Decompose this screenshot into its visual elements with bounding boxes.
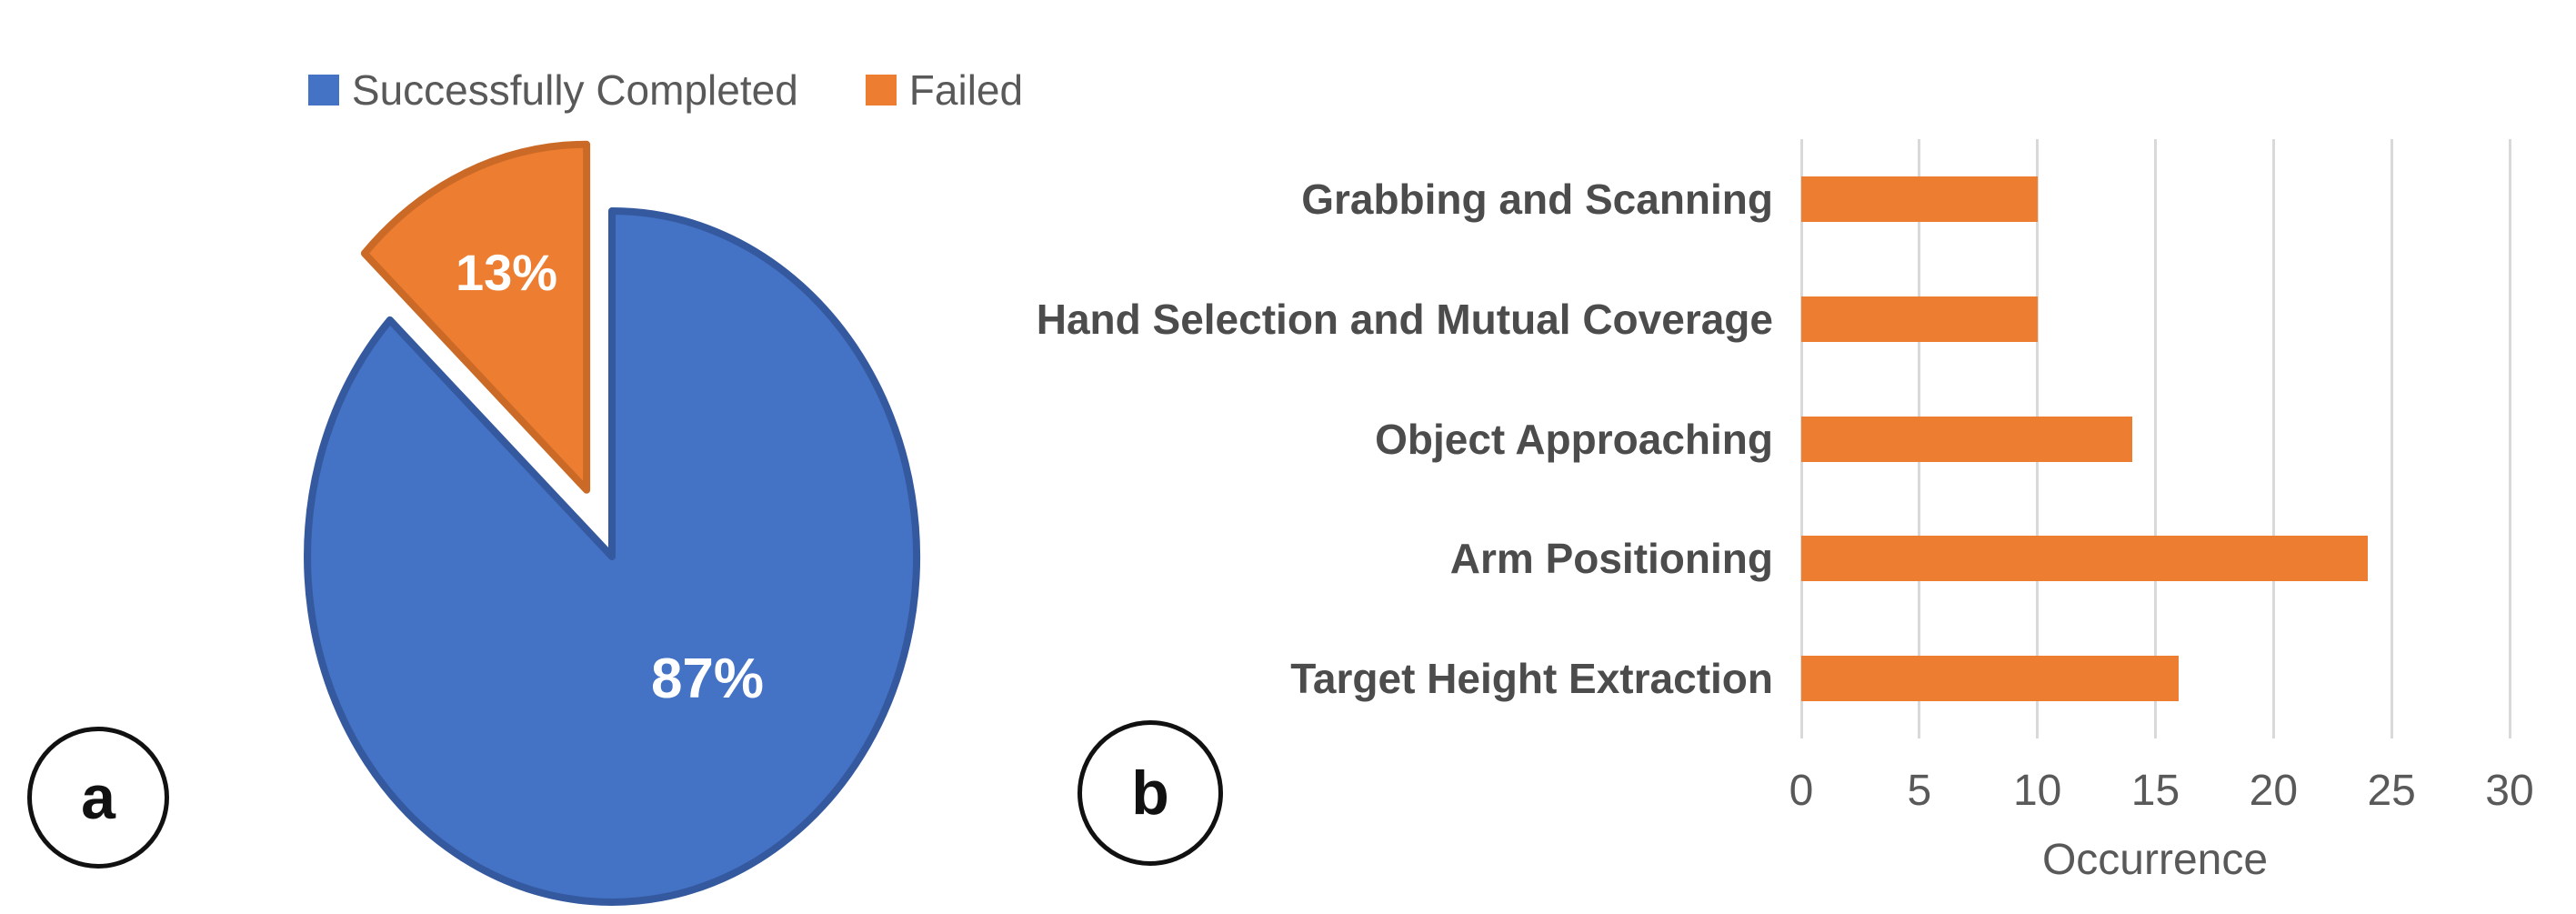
legend-item-successfully-completed: Successfully Completed — [307, 66, 798, 114]
category-label: Object Approaching — [1375, 415, 1773, 463]
x-tick-label: 20 — [2249, 767, 2299, 815]
gridline — [2508, 139, 2511, 738]
pie-slice-failed — [360, 140, 591, 494]
x-tick-label: 30 — [2485, 767, 2534, 815]
panel-label-b: b — [1078, 720, 1223, 866]
pie-data-label-87: 87% — [650, 648, 765, 710]
x-tick-label: 10 — [2012, 767, 2062, 815]
gridline — [2271, 139, 2275, 738]
category-label: Target Height Extraction — [1290, 655, 1773, 703]
gridline — [2390, 139, 2393, 738]
bar — [1801, 536, 2369, 582]
pie-data-label-13: 13% — [455, 244, 558, 301]
pie-chart — [304, 140, 921, 906]
bar — [1801, 296, 2038, 342]
pie-slice-successfully-completed — [304, 207, 921, 906]
legend-item-failed: Failed — [865, 66, 1024, 114]
legend-label-successfully-completed: Successfully Completed — [351, 66, 798, 114]
pie-legend: Successfully Completed Failed — [22, 69, 1309, 111]
panel-label-a: a — [27, 727, 169, 869]
gridline — [2154, 139, 2157, 738]
x-axis-title: Occurrence — [2041, 836, 2269, 884]
category-label: Arm Positioning — [1449, 535, 1773, 583]
legend-swatch-orange — [865, 75, 897, 105]
category-label: Hand Selection and Mutual Coverage — [1036, 295, 1773, 343]
x-tick-label: 15 — [2130, 767, 2180, 815]
category-label: Grabbing and Scanning — [1301, 175, 1773, 223]
x-tick-label: 0 — [1789, 767, 1814, 815]
legend-swatch-blue — [307, 75, 339, 105]
x-tick-label: 5 — [1907, 767, 1932, 815]
legend-label-failed: Failed — [908, 66, 1024, 114]
bar — [1801, 176, 2038, 222]
bar — [1801, 656, 2180, 702]
x-tick-label: 25 — [2367, 767, 2416, 815]
bar — [1801, 416, 2132, 462]
